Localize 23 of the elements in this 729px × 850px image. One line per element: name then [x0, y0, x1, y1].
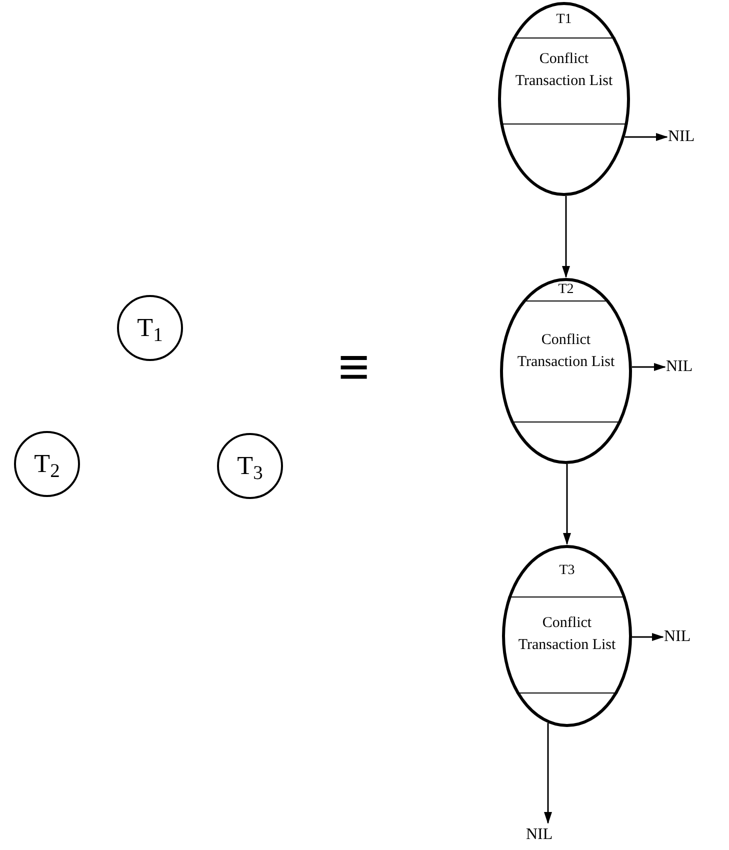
arrow — [562, 196, 570, 278]
nil-label: NIL — [664, 626, 708, 648]
list-label: Conflict Transaction List — [517, 614, 617, 655]
transaction-ellipse — [500, 278, 632, 464]
transaction-label: T$_{1}$ — [137, 315, 163, 341]
transaction-label: T3 — [558, 564, 576, 578]
transaction-label: T1 — [555, 13, 573, 27]
transaction-ellipse — [502, 545, 632, 727]
arrow — [632, 363, 666, 371]
list-label: Conflict Transaction List — [516, 330, 616, 372]
nil-label: NIL — [668, 126, 712, 148]
transaction-label: T$_{2}$ — [34, 451, 60, 477]
equivalence-sign: ≡ — [338, 340, 370, 396]
list-label: Conflict Transaction List — [514, 50, 614, 91]
transaction-ellipse — [498, 2, 630, 196]
nil-label: NIL — [526, 824, 570, 846]
nil-label: NIL — [666, 356, 710, 378]
arrow — [544, 723, 552, 824]
transaction-label: T$_{3}$ — [237, 453, 263, 479]
arrow — [632, 633, 664, 641]
arrow — [563, 464, 571, 545]
arrow — [624, 133, 668, 141]
transaction-label: T2 — [557, 282, 575, 296]
